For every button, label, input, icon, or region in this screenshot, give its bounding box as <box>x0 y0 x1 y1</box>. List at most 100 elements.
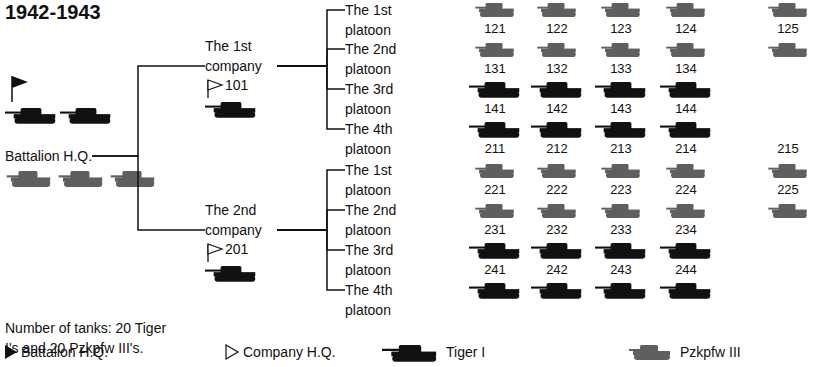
pzkpfw-icon <box>768 164 806 178</box>
pzkpfw-icon <box>768 43 806 57</box>
tiger-row <box>469 122 710 138</box>
org-connector <box>277 230 345 250</box>
tiger-icon <box>660 243 710 259</box>
tiger-icon <box>205 266 255 282</box>
pzkpfw-icon <box>475 204 513 218</box>
hq-tank-number: 201 <box>205 240 277 258</box>
tank-number: 132 <box>539 60 575 78</box>
tiger-icon <box>469 243 519 259</box>
legend-label: Tiger I <box>446 343 485 361</box>
tank-number: 141 <box>477 100 513 118</box>
tiger-row <box>469 283 710 299</box>
tank-number: 213 <box>603 140 639 158</box>
company-flag <box>208 244 222 262</box>
node-label: Battalion H.Q. <box>5 146 92 166</box>
tiger-icon <box>531 243 581 259</box>
org-connector <box>92 66 205 156</box>
tiger-icon <box>595 122 645 138</box>
pzkpfw-icon <box>768 204 806 218</box>
company-node: The 2nd company201 <box>205 200 277 258</box>
org-connector <box>277 170 345 230</box>
pzkpfw-icon <box>537 204 575 218</box>
chart-title: 1942-1943 <box>5 0 101 24</box>
tiger-icon <box>60 108 110 124</box>
legend-company-symbol <box>226 345 238 359</box>
battalion-hq: Battalion H.Q. <box>5 146 92 166</box>
node-label: The 1st company <box>205 36 277 76</box>
tank-number: 131 <box>477 60 513 78</box>
pzkpfw-icon <box>666 164 704 178</box>
pzkpfw-icon <box>59 171 103 187</box>
org-connector <box>277 210 345 230</box>
pzkpfw-icon <box>475 43 513 57</box>
platoon-node: The 1st platoon <box>345 0 409 40</box>
node-label: The 1st platoon <box>345 0 409 40</box>
platoon-node: The 4th platoon <box>345 280 409 320</box>
pzkpfw-icon <box>601 3 639 17</box>
pzkpfw-icon <box>601 43 639 57</box>
flag-hollow <box>208 80 222 90</box>
platoon-node: The 4th platoon <box>345 119 409 159</box>
tank-number: 215 <box>770 140 806 158</box>
company-flag <box>208 80 222 98</box>
tiger-row <box>469 82 710 98</box>
pzkpfw-icon <box>537 43 575 57</box>
tank-number: 223 <box>603 181 639 199</box>
tiger-icon <box>469 122 519 138</box>
legend-label: Battalion H.Q. <box>21 343 108 361</box>
tank-number: 123 <box>603 20 639 38</box>
tank-number: 231 <box>477 221 513 239</box>
pzkpfw-icon <box>601 164 639 178</box>
tiger-icon <box>469 82 519 98</box>
platoon-node: The 2nd platoon <box>345 39 409 79</box>
hq-tank-number: 101 <box>205 76 277 94</box>
tank-number: 234 <box>668 221 704 239</box>
pzkpfw-icon <box>666 43 704 57</box>
node-label: The 3rd platoon <box>345 240 409 280</box>
org-connector <box>277 66 345 89</box>
pzkpfw-icon <box>475 3 513 17</box>
tiger-icon <box>205 102 255 118</box>
pzkpfw-icon <box>666 3 704 17</box>
battalion-flag <box>12 76 28 102</box>
legend-item: Pzkpfw III <box>680 343 741 361</box>
legend-label: Company H.Q. <box>243 343 336 361</box>
node-label: The 2nd platoon <box>345 39 409 79</box>
tiger-icon <box>595 283 645 299</box>
legend-item: Company H.Q. <box>243 343 336 361</box>
tank-number: 242 <box>539 261 575 279</box>
tank-number: 142 <box>539 100 575 118</box>
pzkpfw-icon <box>601 204 639 218</box>
tank-number: 121 <box>477 20 513 38</box>
tank-number: 211 <box>477 140 513 158</box>
tank-number: 225 <box>770 181 806 199</box>
tank-number: 233 <box>603 221 639 239</box>
tank-number: 125 <box>770 20 806 38</box>
org-connector <box>277 66 345 129</box>
tank-number: 232 <box>539 221 575 239</box>
org-connector <box>92 156 205 230</box>
tank-number: 214 <box>668 140 704 158</box>
pzkpfw-icon <box>768 3 806 17</box>
tank-number: 244 <box>668 261 704 279</box>
node-label: The 3rd platoon <box>345 79 409 119</box>
tank-number: 222 <box>539 181 575 199</box>
org-connector <box>277 230 345 290</box>
platoon-node: The 3rd platoon <box>345 240 409 280</box>
tiger-icon <box>595 82 645 98</box>
company-node: The 1st company101 <box>205 36 277 94</box>
tank-number: 212 <box>539 140 575 158</box>
legend-tiger-icon <box>382 345 436 362</box>
pzkpfw-row <box>475 164 806 178</box>
platoon-node: The 3rd platoon <box>345 79 409 119</box>
tiger-icon <box>531 122 581 138</box>
flag-filled <box>12 76 28 88</box>
pzkpfw-row <box>475 3 806 17</box>
legend-item: Battalion H.Q. <box>21 343 108 361</box>
pzkpfw-icon <box>111 171 155 187</box>
pzkpfw-icon <box>7 171 51 187</box>
pzkpfw-icon <box>537 3 575 17</box>
tank-number: 243 <box>603 261 639 279</box>
tank-number: 122 <box>539 20 575 38</box>
